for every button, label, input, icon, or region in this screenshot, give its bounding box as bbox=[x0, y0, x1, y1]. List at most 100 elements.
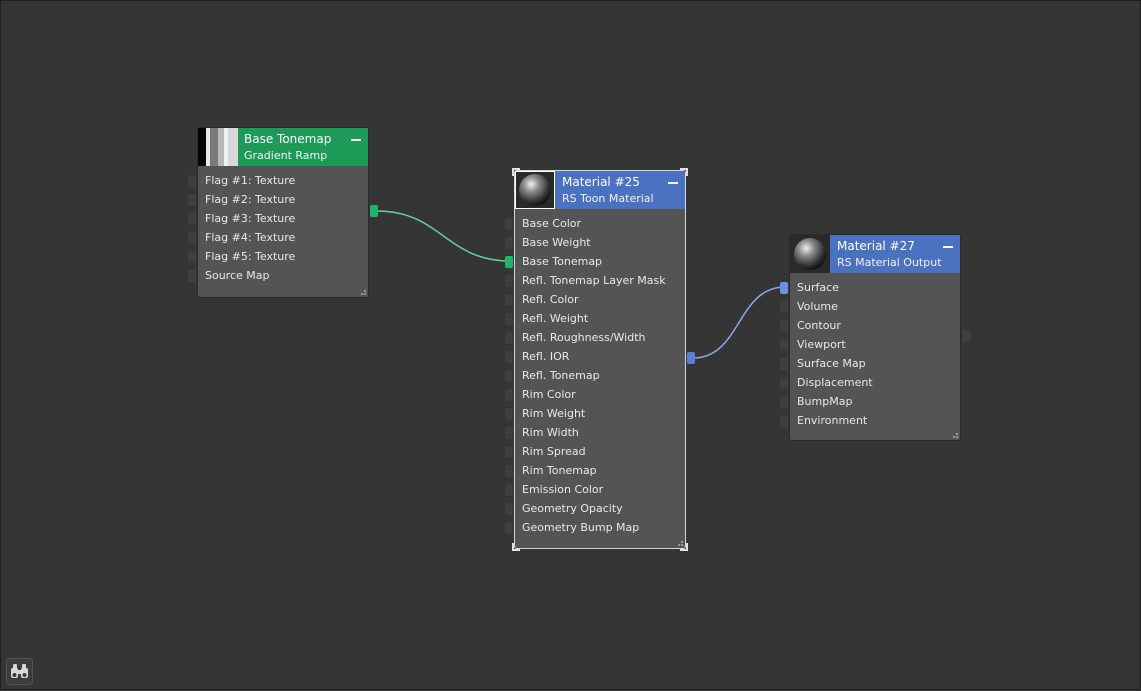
node-material-27[interactable]: Material #27 RS Material Output Surface … bbox=[780, 234, 970, 441]
node-header[interactable]: Base Tonemap Gradient Ramp bbox=[198, 128, 368, 166]
port-connector[interactable] bbox=[780, 396, 788, 408]
port-connector[interactable] bbox=[505, 446, 513, 458]
resize-grip-icon[interactable] bbox=[677, 540, 683, 546]
input-port-refl-tonemap-layer-mask[interactable]: Refl. Tonemap Layer Mask bbox=[505, 271, 685, 290]
port-connector[interactable] bbox=[188, 270, 196, 282]
input-port-displacement[interactable]: Displacement bbox=[780, 373, 960, 392]
port-connector[interactable] bbox=[505, 522, 513, 534]
input-port-source-map[interactable]: Source Map bbox=[188, 266, 368, 285]
port-label: Base Weight bbox=[522, 236, 591, 249]
input-port-geometry-bump-map[interactable]: Geometry Bump Map bbox=[505, 518, 685, 537]
node-base-tonemap[interactable]: Base Tonemap Gradient Ramp Flag #1: Text… bbox=[188, 127, 378, 298]
port-connector[interactable] bbox=[505, 351, 513, 363]
collapse-icon[interactable] bbox=[942, 239, 954, 251]
node-material-25[interactable]: Material #25 RS Toon Material Base Color… bbox=[505, 168, 695, 551]
input-port-rim-tonemap[interactable]: Rim Tonemap bbox=[505, 461, 685, 480]
port-connector[interactable] bbox=[505, 218, 513, 230]
port-connector[interactable] bbox=[188, 175, 196, 187]
port-connector[interactable] bbox=[505, 294, 513, 306]
input-port-rim-width[interactable]: Rim Width bbox=[505, 423, 685, 442]
port-label: BumpMap bbox=[797, 395, 853, 408]
node-header[interactable]: Material #25 RS Toon Material bbox=[515, 171, 685, 209]
port-label: Volume bbox=[797, 300, 838, 313]
output-port[interactable] bbox=[687, 352, 695, 364]
port-connector[interactable] bbox=[505, 370, 513, 382]
port-connector[interactable] bbox=[188, 213, 196, 225]
port-connector[interactable] bbox=[505, 484, 513, 496]
input-port-emission-color[interactable]: Emission Color bbox=[505, 480, 685, 499]
port-connector[interactable] bbox=[505, 237, 513, 249]
port-connector[interactable] bbox=[505, 427, 513, 439]
port-label: Flag #1: Texture bbox=[205, 174, 296, 187]
port-connector[interactable] bbox=[188, 251, 196, 263]
resize-grip-icon[interactable] bbox=[952, 432, 958, 438]
input-port-rim-color[interactable]: Rim Color bbox=[505, 385, 685, 404]
selection-corner bbox=[512, 168, 520, 176]
port-connector[interactable] bbox=[780, 320, 788, 332]
port-connector[interactable] bbox=[505, 408, 513, 420]
node-title: Material #27 bbox=[837, 239, 915, 253]
port-connector[interactable] bbox=[188, 232, 196, 244]
port-connector[interactable] bbox=[780, 301, 788, 313]
collapse-icon[interactable] bbox=[350, 132, 362, 144]
port-label: Contour bbox=[797, 319, 841, 332]
port-connector[interactable] bbox=[780, 339, 788, 351]
port-label: Emission Color bbox=[522, 483, 604, 496]
port-label: Flag #4: Texture bbox=[205, 231, 296, 244]
input-port-flag-1[interactable]: Flag #1: Texture bbox=[188, 171, 368, 190]
port-label: Rim Weight bbox=[522, 407, 586, 420]
port-connector[interactable] bbox=[505, 275, 513, 287]
input-port-base-color[interactable]: Base Color bbox=[505, 214, 685, 233]
input-port-refl-tonemap[interactable]: Refl. Tonemap bbox=[505, 366, 685, 385]
node-subtitle: RS Material Output bbox=[837, 256, 942, 269]
input-port-environment[interactable]: Environment bbox=[780, 411, 960, 430]
input-port-geometry-opacity[interactable]: Geometry Opacity bbox=[505, 499, 685, 518]
input-port-surface-map[interactable]: Surface Map bbox=[780, 354, 960, 373]
input-port-bumpmap[interactable]: BumpMap bbox=[780, 392, 960, 411]
input-port-flag-3[interactable]: Flag #3: Texture bbox=[188, 209, 368, 228]
port-label: Base Color bbox=[522, 217, 582, 230]
node-header[interactable]: Material #27 RS Material Output bbox=[790, 235, 960, 273]
port-connector[interactable] bbox=[505, 389, 513, 401]
port-connector[interactable] bbox=[505, 313, 513, 325]
input-port-base-weight[interactable]: Base Weight bbox=[505, 233, 685, 252]
wire-material-25-to-material-27[interactable] bbox=[692, 286, 786, 359]
input-port-flag-5[interactable]: Flag #5: Texture bbox=[188, 247, 368, 266]
node-subtitle: Gradient Ramp bbox=[244, 149, 328, 162]
input-port-base-tonemap[interactable]: Base Tonemap bbox=[505, 252, 685, 271]
selection-corner bbox=[680, 543, 688, 551]
port-label: Rim Width bbox=[522, 426, 579, 439]
port-connector[interactable] bbox=[780, 415, 788, 427]
resize-grip-icon[interactable] bbox=[360, 289, 366, 295]
input-port-refl-roughness-width[interactable]: Refl. Roughness/Width bbox=[505, 328, 685, 347]
input-port-volume[interactable]: Volume bbox=[780, 297, 960, 316]
port-connector[interactable] bbox=[505, 503, 513, 515]
port-connector[interactable] bbox=[188, 194, 196, 206]
input-port-refl-ior[interactable]: Refl. IOR bbox=[505, 347, 685, 366]
input-port-refl-color[interactable]: Refl. Color bbox=[505, 290, 685, 309]
port-connector[interactable] bbox=[780, 282, 788, 294]
input-port-viewport[interactable]: Viewport bbox=[780, 335, 960, 354]
input-port-flag-4[interactable]: Flag #4: Texture bbox=[188, 228, 368, 247]
input-port-flag-2[interactable]: Flag #2: Texture bbox=[188, 190, 368, 209]
port-connector[interactable] bbox=[505, 332, 513, 344]
port-connector[interactable] bbox=[780, 358, 788, 370]
input-port-refl-weight[interactable]: Refl. Weight bbox=[505, 309, 685, 328]
input-port-contour[interactable]: Contour bbox=[780, 316, 960, 335]
port-label: Base Tonemap bbox=[522, 255, 603, 268]
selection-corner bbox=[512, 543, 520, 551]
port-connector[interactable] bbox=[505, 465, 513, 477]
input-port-rim-spread[interactable]: Rim Spread bbox=[505, 442, 685, 461]
port-connector[interactable] bbox=[505, 256, 513, 268]
port-list: Surface Volume Contour Viewport Surface … bbox=[780, 273, 960, 430]
port-connector[interactable] bbox=[780, 377, 788, 389]
output-port[interactable] bbox=[370, 205, 378, 217]
input-port-surface[interactable]: Surface bbox=[780, 278, 960, 297]
collapse-icon[interactable] bbox=[667, 175, 679, 187]
input-port-rim-weight[interactable]: Rim Weight bbox=[505, 404, 685, 423]
wire-base-tonemap-to-material-25[interactable] bbox=[376, 210, 511, 262]
material-sphere-thumbnail bbox=[790, 235, 830, 273]
find-node-button[interactable] bbox=[6, 658, 33, 685]
output-port[interactable] bbox=[962, 330, 970, 342]
